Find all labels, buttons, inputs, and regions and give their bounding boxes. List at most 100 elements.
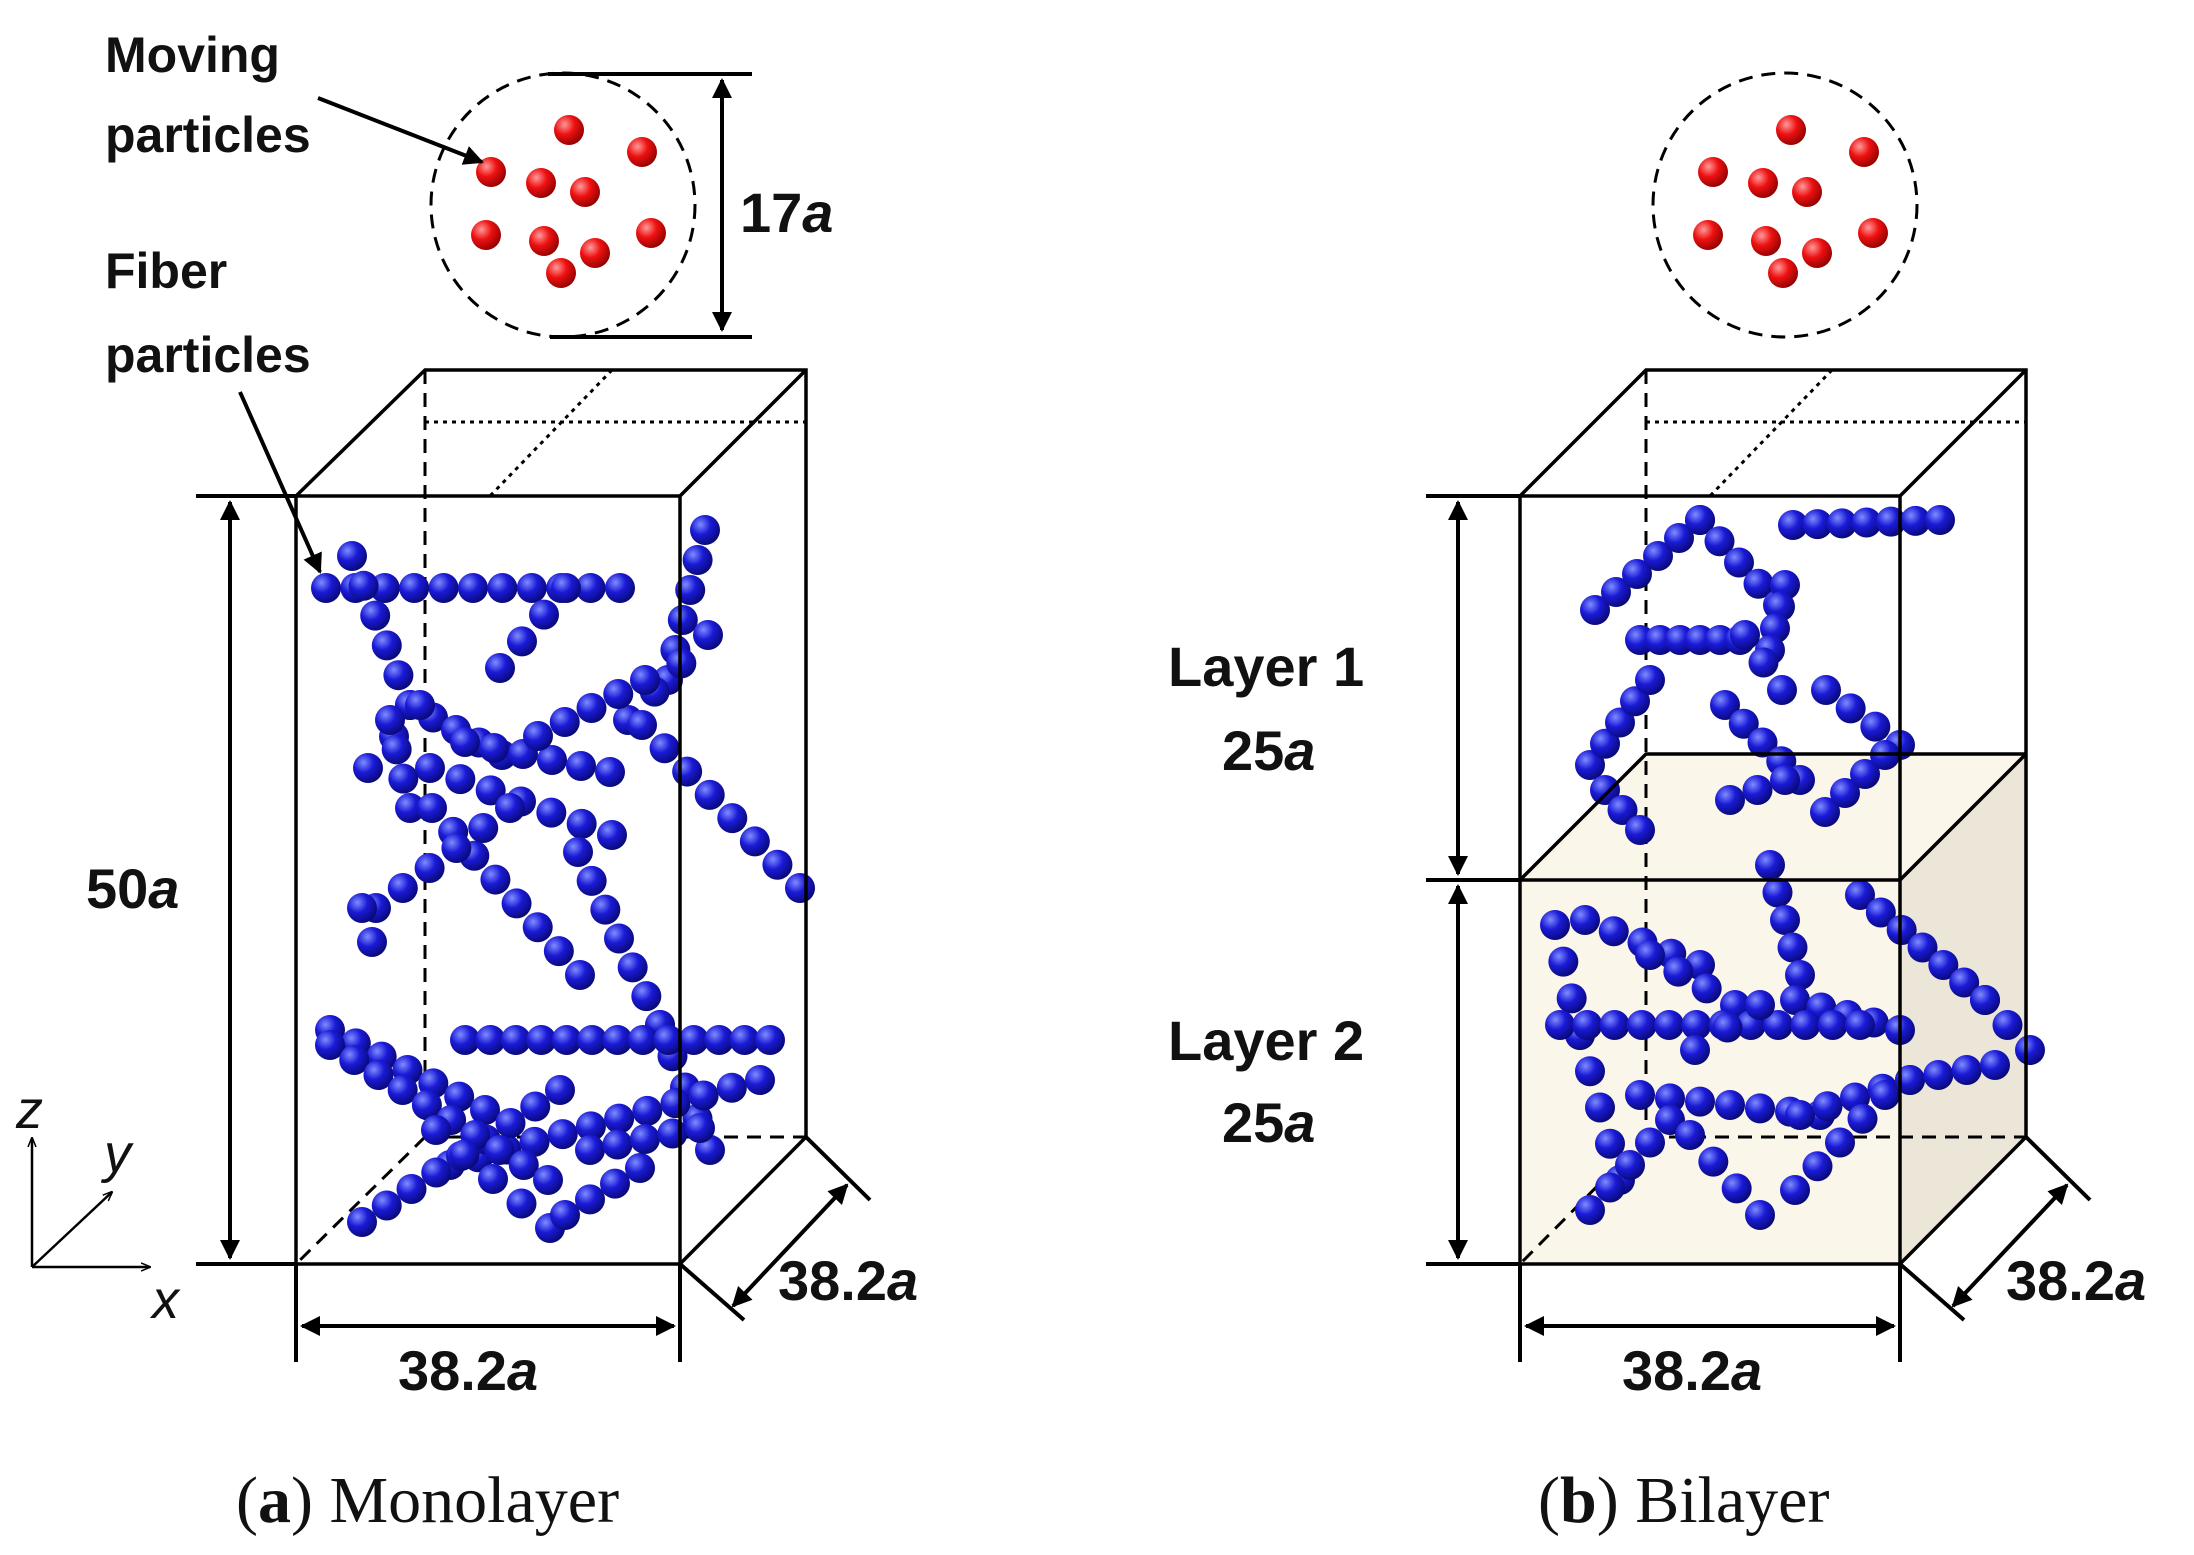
- fiber-particle: [1812, 1091, 1843, 1122]
- fiber-particle: [1767, 675, 1797, 705]
- fiber-particle: [625, 1153, 655, 1183]
- fiber-particle: [450, 1025, 480, 1055]
- fiber-particle: [487, 573, 518, 603]
- fiber-particle: [1590, 728, 1620, 759]
- fiber-particle: [1691, 973, 1722, 1004]
- fiber-particle: [1747, 727, 1778, 758]
- fiber-particle: [348, 570, 379, 601]
- fiber-particle: [484, 1135, 515, 1165]
- fiber-particle: [537, 745, 567, 775]
- fiber-particle: [523, 721, 553, 751]
- fiber-particle: [1635, 1127, 1665, 1158]
- fiber-particle: [1635, 665, 1665, 695]
- fiber-particle: [1951, 1055, 1982, 1085]
- fiber-particle: [1780, 1175, 1810, 1205]
- fiber-particle: [1601, 577, 1631, 607]
- fiber-particle: [602, 1129, 633, 1160]
- diameter-dimension: [548, 72, 752, 339]
- fiber-particle: [545, 1075, 575, 1105]
- fiber-particle: [1664, 523, 1694, 553]
- fiber-particle: [458, 573, 488, 603]
- fiber-particle: [1715, 1090, 1745, 1120]
- layer-2-label: Layer 2: [1168, 1009, 1364, 1072]
- fiber-particle: [1827, 508, 1857, 539]
- fiber-particle: [417, 793, 447, 823]
- fiber-particle: [600, 1168, 630, 1199]
- moving-particle: [1858, 218, 1888, 248]
- coordinate-axes: [32, 1138, 150, 1267]
- fiber-particle: [1556, 983, 1587, 1014]
- diameter-label: 17a: [740, 181, 833, 244]
- fiber-particle: [660, 1088, 691, 1119]
- fiber-particle: [649, 733, 680, 764]
- moving-particle: [580, 238, 610, 268]
- fiber-particle: [1825, 1127, 1855, 1158]
- fiber-particle: [449, 1139, 480, 1170]
- fiber-particle: [1835, 693, 1866, 724]
- fiber-particle: [1575, 1056, 1605, 1087]
- fiber-particle: [1743, 568, 1774, 599]
- fiber-particle: [495, 1108, 526, 1138]
- fiber-particle: [1785, 960, 1815, 990]
- fiber-particle: [1643, 541, 1673, 571]
- fiber-particle: [632, 1095, 663, 1126]
- fiber-particle: [627, 1025, 658, 1055]
- moving-particle: [1792, 177, 1822, 207]
- fiber-particle: [566, 808, 597, 839]
- fiber-particle: [383, 660, 414, 691]
- moving-particle: [1698, 157, 1728, 187]
- fiber-particle: [501, 888, 532, 919]
- fiber-particle: [1675, 1120, 1705, 1150]
- fiber-particle: [1545, 1010, 1575, 1040]
- fiber-particle: [475, 1025, 506, 1055]
- depth-dimension: [1898, 1135, 2092, 1322]
- moving-particle: [627, 137, 657, 167]
- fiber-particle: [421, 1157, 452, 1188]
- fiber-particle: [1810, 797, 1840, 827]
- fiber-particle: [1622, 559, 1652, 589]
- fiber-particle: [1845, 1010, 1875, 1040]
- fiber-particle: [387, 1075, 418, 1105]
- panel-a-monolayer: 17a Moving particles Fiber particles: [15, 27, 918, 1537]
- fiber-particles: [1540, 505, 2045, 1230]
- fiber-particle: [516, 573, 547, 603]
- axis-y-label: y: [100, 1124, 134, 1184]
- fiber-particle: [1748, 647, 1779, 678]
- fiber-particle: [520, 1091, 551, 1122]
- fiber-particle: [729, 1025, 760, 1055]
- fiber-particle: [1685, 505, 1715, 535]
- fiber-particle: [375, 705, 405, 735]
- fiber-particle: [1570, 905, 1600, 935]
- fiber-particle: [1790, 1010, 1821, 1040]
- moving-particles: [471, 115, 666, 288]
- fiber-particle: [604, 923, 634, 954]
- fiber-particle: [450, 727, 480, 757]
- fiber-particle: [1742, 775, 1773, 805]
- moving-particles-label: Moving particles: [105, 27, 311, 163]
- fiber-particle: [1605, 707, 1635, 738]
- fiber-particle: [575, 1111, 606, 1142]
- fiber-particle: [1724, 547, 1754, 578]
- fiber-particle: [529, 599, 559, 630]
- fiber-particle: [667, 605, 698, 635]
- depth-dimension: [678, 1135, 872, 1322]
- fiber-particle: [1925, 505, 1955, 535]
- fiber-particle: [1615, 1150, 1645, 1180]
- moving-particle: [636, 218, 666, 248]
- moving-particle: [1693, 220, 1723, 250]
- fiber-particle: [526, 1025, 557, 1055]
- fiber-particle: [468, 813, 499, 843]
- fiber-particle: [785, 873, 815, 903]
- fiber-particle: [363, 1060, 394, 1090]
- fiber-particle: [1680, 1035, 1710, 1065]
- fiber-particle: [653, 1025, 684, 1055]
- fiber-particle: [1745, 1200, 1775, 1230]
- fiber-particle: [1865, 897, 1896, 928]
- fiber-particles-label: Fiber particles: [105, 243, 311, 383]
- layer-1-thickness: 25a: [1222, 719, 1315, 782]
- fiber-particle: [1895, 1065, 1925, 1095]
- fiber-particle: [576, 693, 607, 723]
- box-edges: [294, 368, 808, 1266]
- fiber-particle: [1590, 775, 1620, 805]
- fiber-particle: [550, 1200, 580, 1230]
